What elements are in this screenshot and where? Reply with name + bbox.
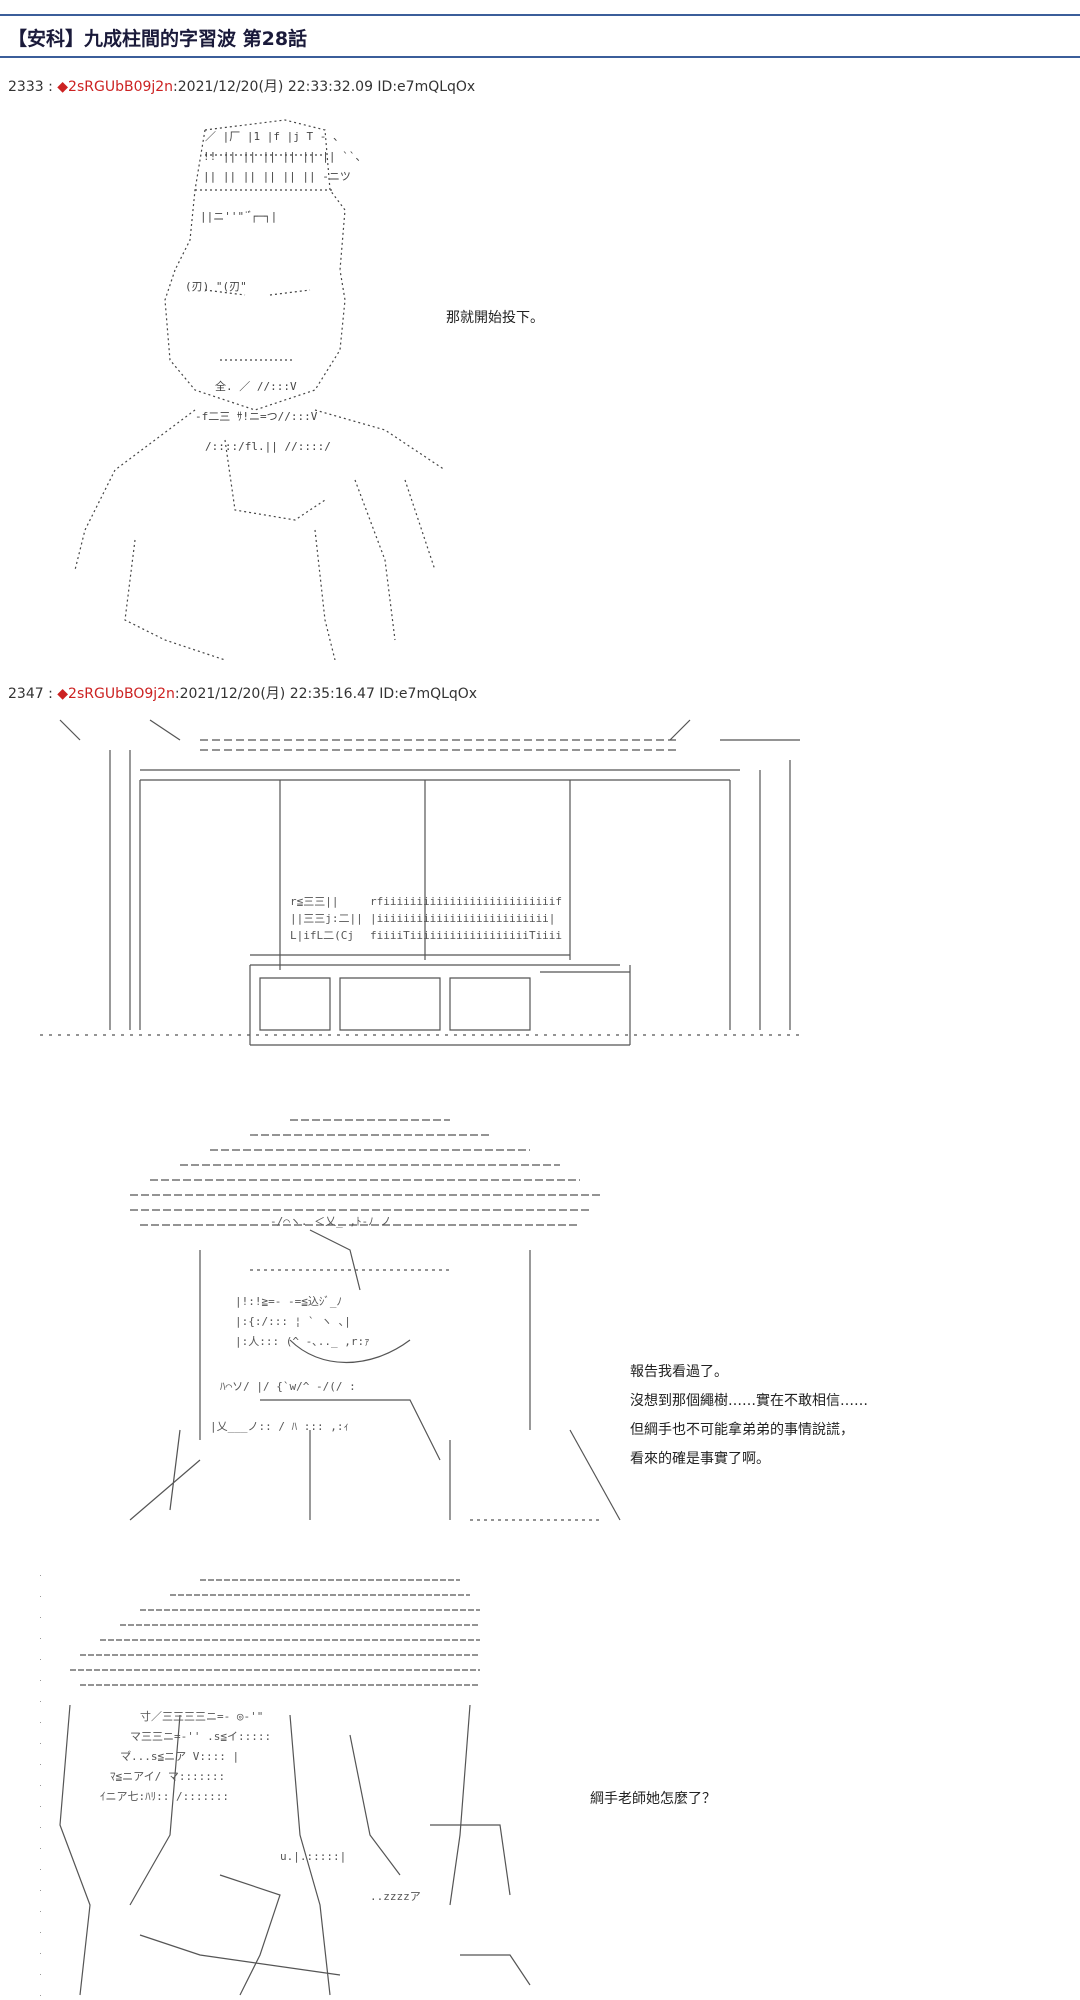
post-number[interactable]: 2333 <box>8 79 44 95</box>
dialog-2333: 那就開始投下。 <box>446 304 544 333</box>
svg-text:fiiiiTiiiiiiiiiiiiiiiiiiTiiii: fiiiiTiiiiiiiiiiiiiiiiiiTiiii <box>370 929 562 942</box>
svg-text:／ |厂 |1 |f |j T ‐ 、: ／ |厂 |1 |f |j T ‐ 、 <box>205 130 344 143</box>
dialog-line: 那就開始投下。 <box>446 310 544 326</box>
svg-text:ｲニア七:ﾊﾘ:: /:::::::: ｲニア七:ﾊﾘ:: /::::::: <box>100 1790 229 1803</box>
dialog-panel4: 綱手老師她怎麼了？ <box>590 1785 716 1814</box>
svg-text:ﾏ≦ニアイ/ マ:::::::: ﾏ≦ニアイ/ マ::::::: <box>110 1770 225 1783</box>
ascii-art-figure-1: ／ |厂 |1 |f |j T ‐ 、 !! || || || || || ||… <box>55 100 455 660</box>
svg-text:マ三三ニ=‐'' .s≦イ:::::: マ三三ニ=‐'' .s≦イ::::: <box>130 1730 271 1743</box>
post-datetime: :2021/12/20(月) 22:33:32.09 ID:e7mQLqOx <box>173 79 476 95</box>
red-diamond-icon: ◆ <box>57 79 69 95</box>
post-header-2333: 2333 : ◆2sRGUbB09j2n:2021/12/20(月) 22:33… <box>8 76 475 96</box>
svg-text:ﾊ⌒ソ/ |/ {`w/^ ‐/(/ :: ﾊ⌒ソ/ |/ {`w/^ ‐/(/ : <box>220 1380 356 1393</box>
post-header-2347: 2347 : ◆2sRGUbBO9j2n:2021/12/20(月) 22:35… <box>8 683 477 703</box>
page-title: 【安科】九成柱間的字習波 第28話 <box>8 28 308 50</box>
dialog-line: 綱手老師她怎麼了？ <box>590 1791 716 1807</box>
post-trip[interactable]: 2sRGUbBO9j2n <box>68 686 175 702</box>
post-datetime: :2021/12/20(月) 22:35:16.47 ID:e7mQLqOx <box>174 686 478 702</box>
svg-text:‐/⌒ヽ. ＜乂_ ,ﾄ‐ﾉ ノ: ‐/⌒ヽ. ＜乂_ ,ﾄ‐ﾉ ノ <box>270 1215 391 1228</box>
svg-text:|:人::: (^ ‐､.._ ,r:ｧ: |:人::: (^ ‐､.._ ,r:ｧ <box>235 1335 370 1348</box>
svg-text:|iiiiiiiiiiiiiiiiiiiiiiiiii|: |iiiiiiiiiiiiiiiiiiiiiiiiii| <box>370 912 555 925</box>
dialog-line: 沒想到那個繩樹……實在不敢相信…… <box>630 1393 868 1409</box>
svg-text:全. ／ //:::V: 全. ／ //:::V <box>215 379 297 393</box>
svg-text:|!:!≧=‐ ‐=≦込ｼﾞ_ﾉ: |!:!≧=‐ ‐=≦込ｼﾞ_ﾉ <box>235 1295 342 1308</box>
post-separator: : <box>43 79 58 95</box>
svg-text:/::::/fl.|| //::::/: /::::/fl.|| //::::/ <box>205 440 331 453</box>
svg-text:r≦三三||: r≦三三|| <box>290 895 339 908</box>
svg-text:|:{:/::: ¦ ` ヽ ､|: |:{:/::: ¦ ` ヽ ､| <box>235 1315 351 1328</box>
svg-text:|乂___ノ:: / ﾊ ::: ,:ｨ: |乂___ノ:: / ﾊ ::: ,:ｨ <box>210 1420 349 1433</box>
svg-text:||三三j:二||: ||三三j:二|| <box>290 912 363 925</box>
dialog-panel3: 報告我看過了。 沒想到那個繩樹……實在不敢相信…… 但綱手也不可能拿弟弟的事情說… <box>630 1358 868 1474</box>
post-number[interactable]: 2347 <box>8 686 44 702</box>
svg-text:u.|.:::::|: u.|.:::::| <box>280 1850 346 1863</box>
dialog-line: 但綱手也不可能拿弟弟的事情說謊， <box>630 1422 854 1438</box>
svg-text:(刃) "(刃": (刃) "(刃" <box>185 280 247 293</box>
svg-text:|| || || || || || ‐ニツ: || || || || || || ‐ニツ <box>203 170 351 183</box>
svg-text:!! || || || || || || ``、: !! || || || || || || ``、 <box>203 150 366 163</box>
svg-text:||ニ''"¨゙┌─┐|: ||ニ''"¨゙┌─┐| <box>200 209 277 223</box>
title-bar: 【安科】九成柱間的字習波 第28話 <box>0 14 1080 58</box>
svg-text:L|ifL二(Cj: L|ifL二(Cj <box>290 929 354 942</box>
svg-text:‐f二三 ｻ!ニ=つ//:::V: ‐f二三 ｻ!ニ=つ//:::V <box>195 410 318 423</box>
svg-text:..zzzzア: ..zzzzア <box>370 1890 421 1903</box>
post-trip[interactable]: 2sRGUbB09j2n <box>68 79 174 95</box>
svg-text:マ゙...s≦ニア V:::: |: マ゙...s≦ニア V:::: | <box>120 1749 239 1763</box>
dialog-line: 看來的確是事實了啊。 <box>630 1451 770 1467</box>
post-separator: : <box>43 686 58 702</box>
ascii-art-figure-hokage: ‐/⌒ヽ. ＜乂_ ,ﾄ‐ﾉ ノ |!:!≧=‐ ‐=≦込ｼﾞ_ﾉ |:{:/:… <box>110 1100 630 1530</box>
ascii-art-figure-striped-hat: 寸／三三三三ニ=‐ ◎‐'" マ三三ニ=‐'' .s≦イ::::: マ゙...s… <box>40 1575 540 2000</box>
dialog-line: 報告我看過了。 <box>630 1364 728 1380</box>
ascii-art-office-room: r≦三三|| ||三三j:二|| L|ifL二(Cj rfiiiiiiiiiii… <box>40 710 840 1060</box>
svg-text:rfiiiiiiiiiiiiiiiiiiiiiiiiiif: rfiiiiiiiiiiiiiiiiiiiiiiiiiif <box>370 895 562 908</box>
red-diamond-icon: ◆ <box>57 686 69 702</box>
svg-text:寸／三三三三ニ=‐ ◎‐'": 寸／三三三三ニ=‐ ◎‐'" <box>140 1709 263 1723</box>
